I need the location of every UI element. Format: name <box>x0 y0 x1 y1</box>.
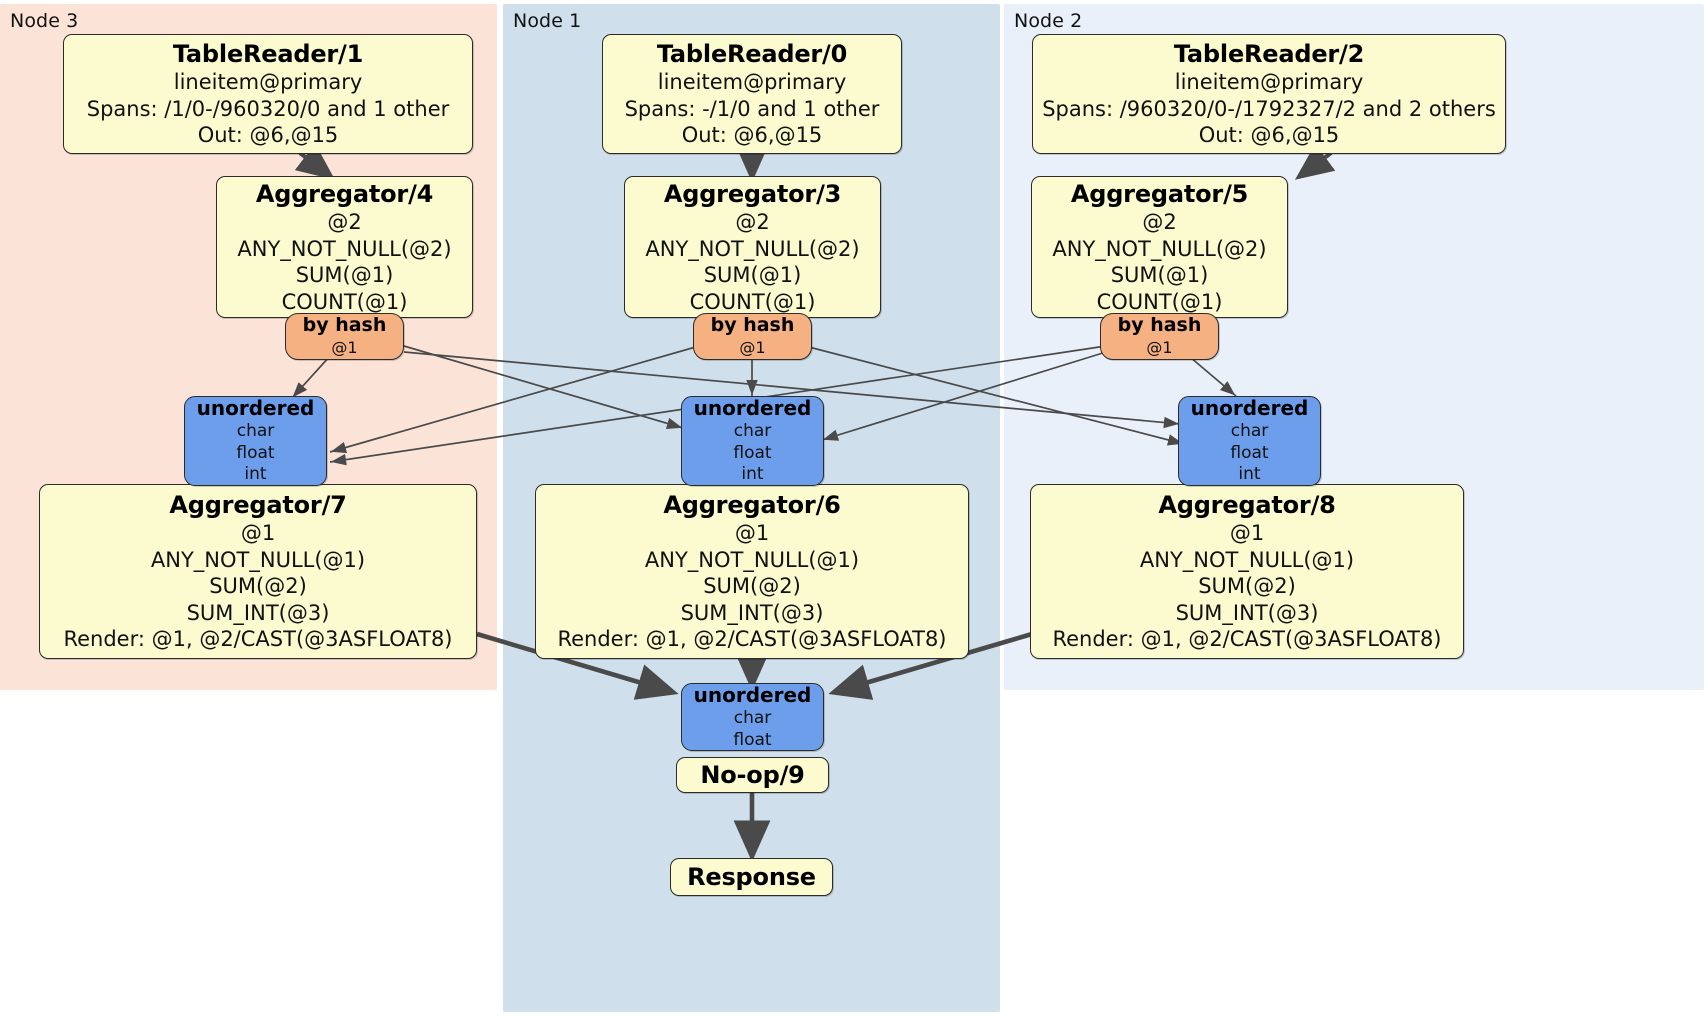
node-line-3: COUNT(@1) <box>689 289 816 314</box>
node-title: Aggregator/3 <box>663 179 842 208</box>
node-line-0: @1 <box>1146 338 1173 358</box>
node-line-0: @1 <box>734 521 770 546</box>
node-aggregator-7[interactable]: Aggregator/7 @1 ANY_NOT_NULL(@1) SUM(@2)… <box>39 484 477 659</box>
node-line-0: @1 <box>739 338 766 358</box>
node-tablereader-1[interactable]: TableReader/1 lineitem@primary Spans: /1… <box>63 34 473 154</box>
node-title: TableReader/0 <box>656 40 848 69</box>
node-sync-center-unordered[interactable]: unordered char float int <box>681 396 824 486</box>
node-line-2: SUM(@1) <box>295 263 394 288</box>
node-router-left-by-hash[interactable]: by hash @1 <box>285 313 404 360</box>
node-line-0: char <box>1230 421 1269 442</box>
node-line-2: SUM(@1) <box>703 263 802 288</box>
node-response[interactable]: Response <box>670 858 833 896</box>
node-title: Aggregator/6 <box>663 491 841 520</box>
node-title: unordered <box>693 396 812 421</box>
node-line-1: float <box>733 442 772 463</box>
node-line-0: @1 <box>240 521 276 546</box>
panel-node-2-label: Node 2 <box>1014 10 1083 32</box>
node-line-2: int <box>741 464 764 485</box>
node-tablereader-2[interactable]: TableReader/2 lineitem@primary Spans: /9… <box>1032 34 1506 154</box>
node-line-0: lineitem@primary <box>657 70 847 95</box>
node-line-1: float <box>236 442 275 463</box>
node-title: No-op/9 <box>700 760 805 789</box>
node-title: Aggregator/8 <box>1158 491 1336 520</box>
node-line-2: int <box>1238 464 1261 485</box>
node-line-3: COUNT(@1) <box>1096 289 1223 314</box>
node-line-1: float <box>1230 442 1269 463</box>
node-line-1: ANY_NOT_NULL(@1) <box>150 547 366 572</box>
node-title: TableReader/1 <box>172 40 364 69</box>
node-title: by hash <box>710 314 795 337</box>
node-title: TableReader/2 <box>1173 40 1365 69</box>
node-title: Aggregator/7 <box>169 491 347 520</box>
node-line-0: @1 <box>331 338 358 358</box>
node-line-1: Spans: /960320/0-/1792327/2 and 2 others <box>1042 96 1496 121</box>
node-tablereader-0[interactable]: TableReader/0 lineitem@primary Spans: -/… <box>602 34 902 154</box>
node-line-1: ANY_NOT_NULL(@2) <box>1052 236 1267 261</box>
node-sync-right-unordered[interactable]: unordered char float int <box>1178 396 1321 486</box>
node-title: Aggregator/4 <box>255 179 434 208</box>
node-line-1: float <box>733 729 772 750</box>
node-title: Aggregator/5 <box>1070 179 1249 208</box>
node-line-2: Out: @6,@15 <box>681 123 823 148</box>
node-line-4: Render: @1, @2/CAST(@3ASFLOAT8) <box>63 627 453 652</box>
node-line-4: Render: @1, @2/CAST(@3ASFLOAT8) <box>1052 627 1442 652</box>
node-line-2: Out: @6,@15 <box>1198 123 1340 148</box>
node-title: Response <box>687 862 816 891</box>
node-title: unordered <box>693 683 812 707</box>
node-sync-final-unordered[interactable]: unordered char float <box>681 683 824 751</box>
node-line-2: SUM(@1) <box>1110 263 1209 288</box>
node-line-1: ANY_NOT_NULL(@2) <box>237 236 452 261</box>
panel-node-1-label: Node 1 <box>513 10 582 32</box>
node-line-1: Spans: -/1/0 and 1 other <box>624 96 880 121</box>
node-line-0: @2 <box>1142 210 1177 235</box>
node-line-1: ANY_NOT_NULL(@1) <box>644 547 860 572</box>
node-line-3: COUNT(@1) <box>281 289 408 314</box>
node-line-0: @1 <box>1229 521 1265 546</box>
node-aggregator-5[interactable]: Aggregator/5 @2 ANY_NOT_NULL(@2) SUM(@1)… <box>1031 176 1288 318</box>
node-line-0: @2 <box>327 210 362 235</box>
node-aggregator-6[interactable]: Aggregator/6 @1 ANY_NOT_NULL(@1) SUM(@2)… <box>535 484 969 659</box>
node-line-2: SUM(@2) <box>209 574 307 599</box>
node-line-3: SUM_INT(@3) <box>680 600 824 625</box>
node-aggregator-4[interactable]: Aggregator/4 @2 ANY_NOT_NULL(@2) SUM(@1)… <box>216 176 473 318</box>
node-line-0: char <box>733 421 772 442</box>
node-line-1: Spans: /1/0-/960320/0 and 1 other <box>86 96 450 121</box>
node-line-4: Render: @1, @2/CAST(@3ASFLOAT8) <box>557 627 947 652</box>
node-line-3: SUM_INT(@3) <box>1175 600 1319 625</box>
node-line-2: Out: @6,@15 <box>197 123 339 148</box>
node-line-0: lineitem@primary <box>173 70 363 95</box>
node-title: by hash <box>302 314 387 337</box>
node-line-1: ANY_NOT_NULL(@2) <box>645 236 860 261</box>
node-line-0: @2 <box>735 210 770 235</box>
node-line-1: ANY_NOT_NULL(@1) <box>1139 547 1355 572</box>
node-line-0: lineitem@primary <box>1174 70 1364 95</box>
node-router-right-by-hash[interactable]: by hash @1 <box>1100 313 1219 360</box>
node-aggregator-8[interactable]: Aggregator/8 @1 ANY_NOT_NULL(@1) SUM(@2)… <box>1030 484 1464 659</box>
node-router-center-by-hash[interactable]: by hash @1 <box>693 313 812 360</box>
node-noop-9[interactable]: No-op/9 <box>676 757 829 793</box>
panel-node-3-label: Node 3 <box>10 10 79 32</box>
node-line-0: char <box>236 421 275 442</box>
node-line-2: SUM(@2) <box>703 574 801 599</box>
node-title: by hash <box>1117 314 1202 337</box>
node-line-2: int <box>244 464 267 485</box>
node-line-2: SUM(@2) <box>1198 574 1296 599</box>
node-title: unordered <box>196 396 315 421</box>
node-title: unordered <box>1190 396 1309 421</box>
node-line-3: SUM_INT(@3) <box>186 600 330 625</box>
node-sync-left-unordered[interactable]: unordered char float int <box>184 396 327 486</box>
node-aggregator-3[interactable]: Aggregator/3 @2 ANY_NOT_NULL(@2) SUM(@1)… <box>624 176 881 318</box>
node-line-0: char <box>733 708 772 729</box>
